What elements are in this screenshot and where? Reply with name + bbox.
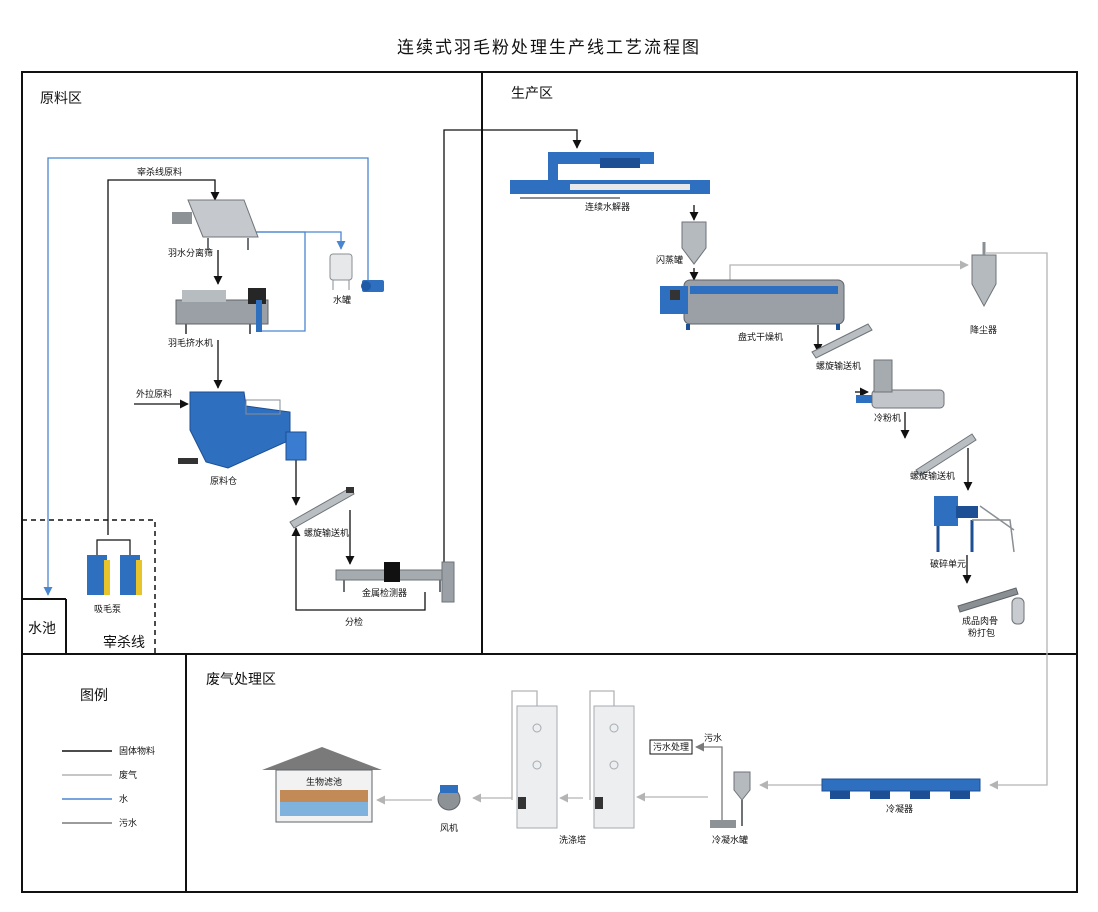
continuous-hydrolyzer xyxy=(510,152,710,199)
zone-label-slaughter: 宰杀线 xyxy=(103,635,145,651)
dust-collector xyxy=(971,242,997,308)
biofilter xyxy=(262,747,382,823)
label-scrubber: 洗涤塔 xyxy=(559,834,586,846)
legend-label-sewage: 污水 xyxy=(119,817,137,829)
label-separator: 羽水分离筛 xyxy=(168,247,213,259)
flash-tank xyxy=(681,221,707,265)
label-fan: 风机 xyxy=(440,822,458,834)
legend-label-gas: 废气 xyxy=(119,769,137,781)
equipment-labels: 宰杀线原料 羽水分离筛 水罐 羽毛挤水机 外拉原料 原料仓 螺旋输送机 金属检测… xyxy=(94,166,998,846)
label-suction-pump: 吸毛泵 xyxy=(94,603,121,615)
solid-flow-lines xyxy=(107,129,973,611)
legend-label-solid: 固体物料 xyxy=(119,745,155,757)
metal-detector xyxy=(335,561,455,603)
zone-frames xyxy=(21,71,1078,893)
label-wastewater-treatment: 污水处理 xyxy=(653,741,689,753)
label-screw-2: 螺旋输送机 xyxy=(816,360,861,372)
label-screw-3: 螺旋输送机 xyxy=(910,470,955,482)
scrubber-tower-2 xyxy=(593,705,635,829)
packing-conveyor xyxy=(957,587,1025,625)
water-tank xyxy=(329,253,353,290)
label-raw-bin: 原料仓 xyxy=(210,475,237,487)
zone-label-raw: 原料区 xyxy=(40,91,82,107)
condenser xyxy=(821,778,981,799)
powder-cooler xyxy=(856,359,945,409)
label-packing-1: 成品肉骨 xyxy=(962,615,998,627)
label-condensate-tank: 冷凝水罐 xyxy=(712,834,748,846)
zone-label-pool: 水池 xyxy=(28,621,56,637)
label-hydrolyzer: 连续水解器 xyxy=(585,201,630,213)
disc-dryer xyxy=(660,279,845,330)
label-metal-detector: 金属检测器 xyxy=(362,587,407,599)
scrubber-tower-1 xyxy=(516,705,558,829)
zone-label-legend: 图例 xyxy=(80,688,108,704)
zone-label-production: 生产区 xyxy=(511,86,553,102)
screw-conveyor-2 xyxy=(811,323,873,359)
gas-flow-lines xyxy=(376,252,1048,805)
legend: 固体物料 废气 水 污水 xyxy=(62,745,155,829)
water-pump xyxy=(361,280,384,292)
label-crusher: 破碎单元 xyxy=(930,558,966,570)
label-packing-2: 粉打包 xyxy=(968,627,995,639)
label-dust-collector: 降尘器 xyxy=(970,324,997,336)
screw-conveyor-1 xyxy=(289,487,355,529)
feather-squeezer xyxy=(175,288,269,334)
crusher-unit xyxy=(934,496,1015,553)
label-flash-tank: 闪蒸罐 xyxy=(656,254,683,266)
label-tank: 水罐 xyxy=(333,294,351,306)
label-cooler: 冷粉机 xyxy=(874,412,901,424)
wastewater-treatment-box xyxy=(649,739,693,755)
label-slaughter-raw: 宰杀线原料 xyxy=(137,166,182,178)
legend-label-water: 水 xyxy=(119,793,128,805)
label-condenser: 冷凝器 xyxy=(886,803,913,815)
label-wastewater: 污水 xyxy=(704,732,722,744)
label-disc-dryer: 盘式干燥机 xyxy=(738,331,783,343)
page-title: 连续式羽毛粉处理生产线工艺流程图 xyxy=(397,38,701,58)
zone-label-gas: 废气处理区 xyxy=(206,672,276,688)
label-outside-raw: 外拉原料 xyxy=(136,388,172,400)
label-squeezer: 羽毛挤水机 xyxy=(168,337,213,349)
separator-screen xyxy=(172,199,259,250)
sewage-flow-lines xyxy=(695,742,723,820)
fan xyxy=(437,785,461,811)
condensate-tank xyxy=(710,771,751,828)
label-biofilter: 生物滤池 xyxy=(306,776,342,788)
screw-conveyor-3 xyxy=(915,433,977,477)
raw-material-bin xyxy=(178,391,307,469)
label-screw-1: 螺旋输送机 xyxy=(304,527,349,539)
suction-pumps xyxy=(87,539,142,595)
label-sorting: 分检 xyxy=(345,616,363,628)
